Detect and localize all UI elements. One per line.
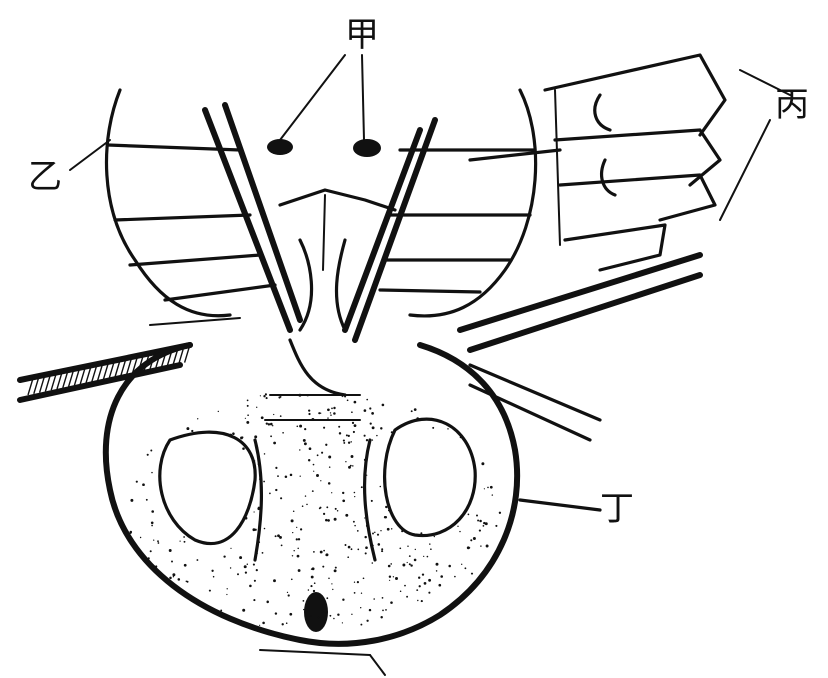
label-bottom-right: 丁 — [600, 492, 634, 526]
median-structure — [265, 190, 395, 420]
left-ocellus — [267, 139, 293, 155]
antennal-stalks — [205, 105, 435, 340]
label-top: 甲 — [345, 18, 379, 52]
right-ocellus — [353, 139, 381, 157]
label-right: 丙 — [775, 88, 809, 122]
left-dorsal-plates — [106, 90, 275, 325]
label-left: 乙 — [28, 160, 62, 194]
oral-opening — [304, 592, 328, 632]
right-leg-segments — [470, 55, 790, 270]
